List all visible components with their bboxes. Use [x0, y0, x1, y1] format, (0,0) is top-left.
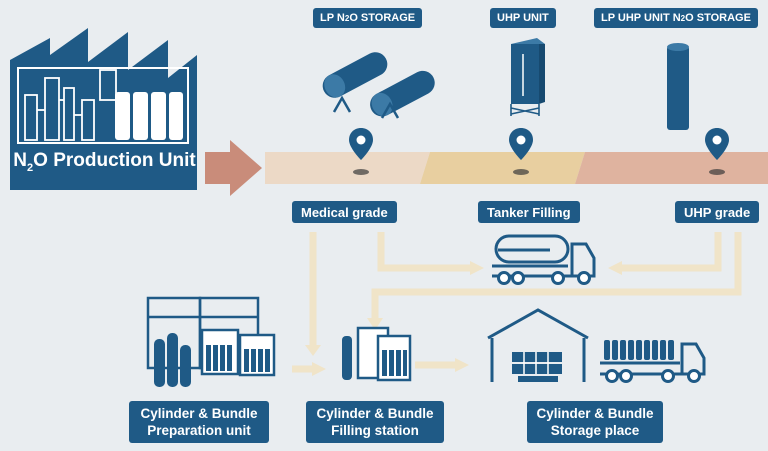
production-arrow — [205, 140, 262, 196]
uhp-unit-icon — [510, 38, 545, 116]
label-uhp-unit: UHP UNIT — [490, 8, 556, 28]
factory-title: N2O Production Unit — [13, 150, 196, 174]
label-uhp-grade: UHP grade — [675, 201, 760, 223]
location-pin-icon — [705, 128, 729, 160]
label-tanker-filling: Tanker Filling — [478, 201, 580, 223]
tanker-truck-icon — [492, 234, 596, 285]
label-medical-grade: Medical grade — [292, 201, 397, 223]
filling-station-icon — [342, 326, 412, 382]
vertical-tank-icon — [667, 43, 689, 130]
horizontal-tanks-icon — [322, 52, 435, 119]
warehouse-icon — [487, 308, 589, 382]
preparation-unit-icon — [146, 296, 276, 387]
cylinder-truck-icon — [600, 340, 706, 383]
location-pin-icon — [349, 128, 373, 160]
location-pin-icon — [509, 128, 533, 160]
